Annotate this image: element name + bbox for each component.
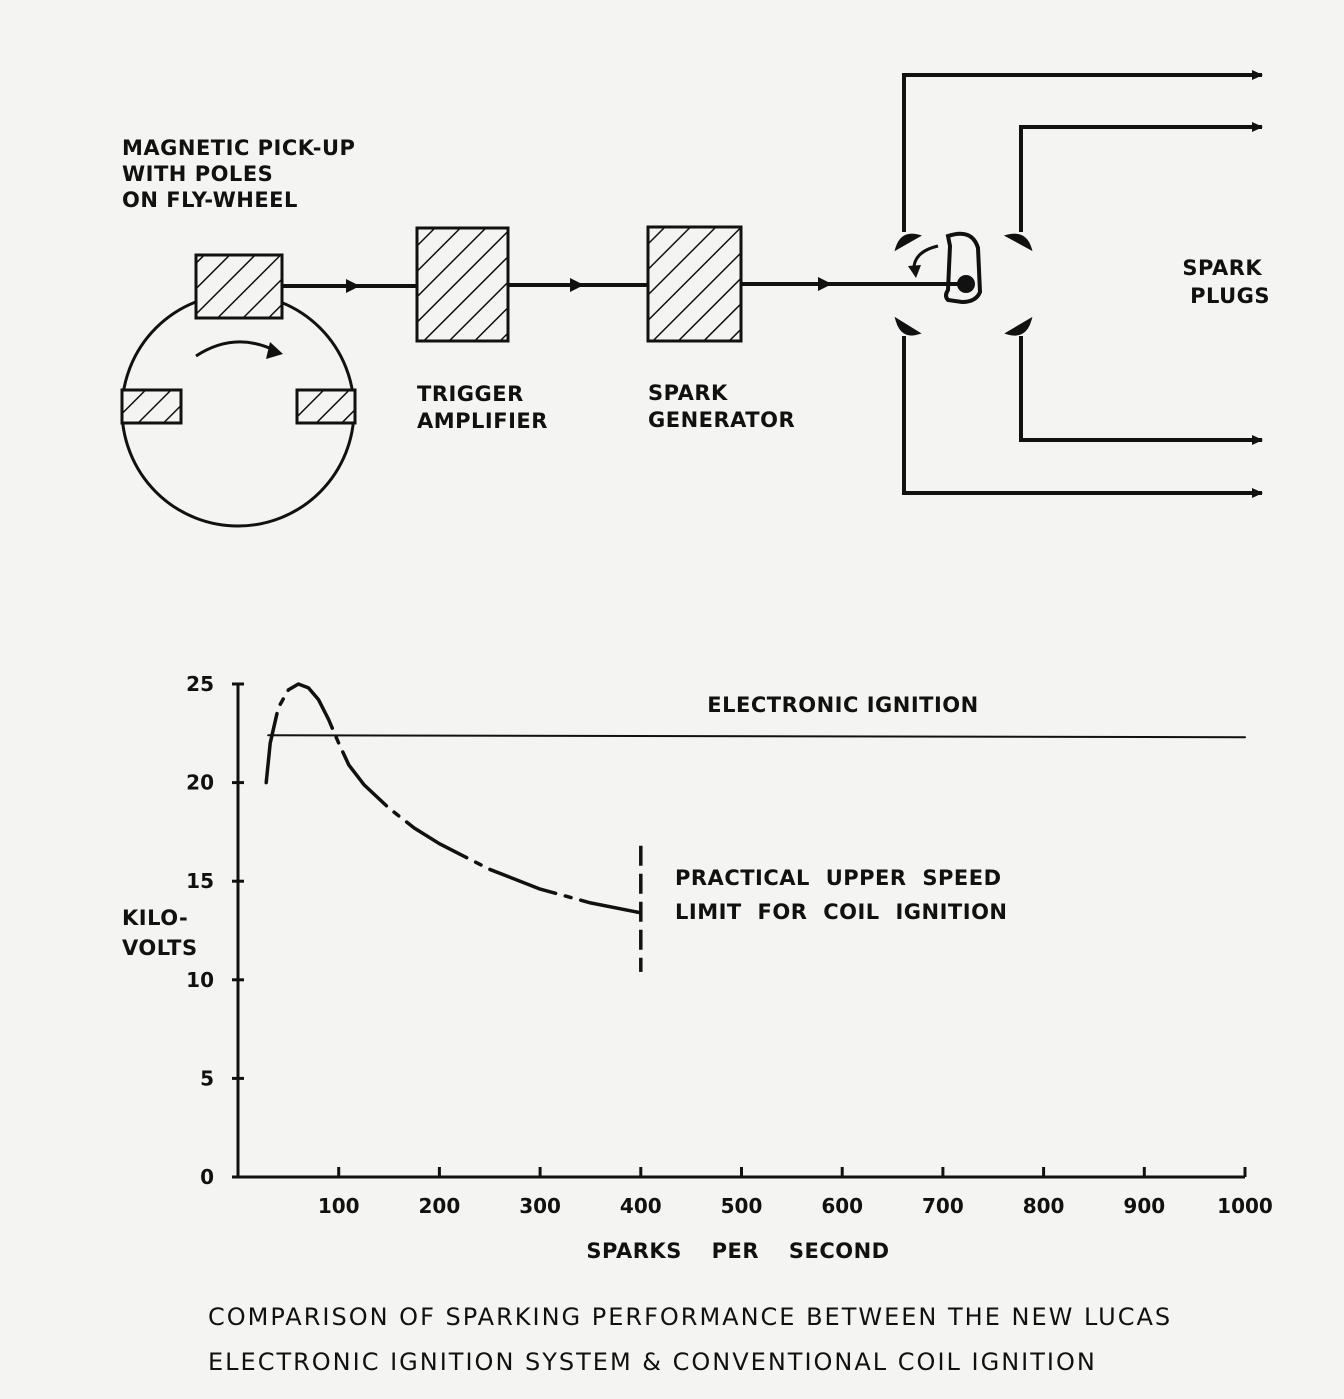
y-ticks: 0 5 10 15 20 25 <box>186 672 244 1189</box>
spark-plugs-label: SPARK PLUGS <box>1182 256 1270 308</box>
x-tick-label: 100 <box>318 1194 360 1218</box>
distributor-hub <box>957 275 975 293</box>
y-tick-label: 10 <box>186 968 214 992</box>
plug-lead-4 <box>902 336 1263 498</box>
practical-limit-label: PRACTICAL UPPER SPEED LIMIT FOR COIL IGN… <box>675 866 1017 924</box>
pickup-label-line-1: MAGNETIC PICK-UP <box>122 136 355 160</box>
y-tick-label: 5 <box>200 1066 214 1090</box>
electronic-ignition-label: ELECTRONIC IGNITION <box>707 693 978 717</box>
x-tick-label: 600 <box>821 1194 863 1218</box>
x-tick-label: 1000 <box>1217 1194 1273 1218</box>
plug-lead-2 <box>1019 122 1263 232</box>
plugs-label-line-2: PLUGS <box>1190 284 1270 308</box>
x-tick-label: 200 <box>419 1194 461 1218</box>
distributor-contact-bottom-left <box>894 316 922 336</box>
trigger-label-line-2: AMPLIFIER <box>417 409 548 433</box>
distributor-contact-top-right <box>1003 233 1033 252</box>
rotation-arrowhead <box>266 342 283 359</box>
y-tick-label: 0 <box>200 1165 214 1189</box>
block-diagram: MAGNETIC PICK-UP WITH POLES ON FLY-WHEEL… <box>120 70 1270 528</box>
y-tick-label: 25 <box>186 672 214 696</box>
spark-generator-label: SPARK GENERATOR <box>648 381 795 432</box>
y-axis-label-line-2: VOLTS <box>122 936 198 960</box>
x-tick-label: 800 <box>1023 1194 1065 1218</box>
distributor-rotor <box>944 231 983 305</box>
y-axis-label: KILO- VOLTS <box>122 906 198 960</box>
trigger-label-line-1: TRIGGER <box>417 382 524 406</box>
x-tick-label: 500 <box>721 1194 763 1218</box>
caption: COMPARISON OF SPARKING PERFORMANCE BETWE… <box>208 1303 1172 1376</box>
distributor-contact-bottom-right <box>1004 316 1033 336</box>
y-axis-label-line-1: KILO- <box>122 906 188 930</box>
signal-arrow-2 <box>570 278 584 292</box>
pickup-label-line-2: WITH POLES <box>122 162 273 186</box>
y-tick-label: 15 <box>186 869 214 893</box>
distributor <box>894 231 1033 336</box>
x-tick-label: 700 <box>922 1194 964 1218</box>
series-coil-ignition-line <box>264 682 643 915</box>
series-electronic-ignition-line <box>267 734 1246 739</box>
practical-limit-label-line-1: PRACTICAL UPPER SPEED <box>675 866 1002 890</box>
magnetic-pickup-block <box>194 253 284 320</box>
plug-lead-1 <box>902 70 1263 232</box>
x-ticks: 100 200 300 400 500 600 700 800 900 1000 <box>318 1167 1273 1218</box>
caption-line-2: ELECTRONIC IGNITION SYSTEM & CONVENTIONA… <box>208 1348 1097 1376</box>
generator-label-line-1: SPARK <box>648 381 728 405</box>
practical-limit-label-line-2: LIMIT FOR COIL IGNITION <box>675 900 1008 924</box>
flywheel-pole-right <box>295 388 357 425</box>
y-tick-label: 20 <box>186 771 214 795</box>
plugs-label-line-1: SPARK <box>1182 256 1262 280</box>
x-tick-label: 400 <box>620 1194 662 1218</box>
distributor-rotation-arrowhead <box>908 265 921 278</box>
pickup-label-line-3: ON FLY-WHEEL <box>122 188 298 212</box>
x-axis-label: SPARKS PER SECOND <box>586 1239 889 1263</box>
spark-generator-block <box>646 225 743 343</box>
signal-arrow-1 <box>346 279 360 293</box>
pickup-label: MAGNETIC PICK-UP WITH POLES ON FLY-WHEEL <box>122 136 363 212</box>
chart-axes <box>236 684 1245 1179</box>
trigger-amplifier-label: TRIGGER AMPLIFIER <box>417 382 548 433</box>
plug-lead-3 <box>1019 336 1263 445</box>
signal-arrow-3 <box>818 277 832 291</box>
series-layer <box>264 682 1246 972</box>
rotation-arrow <box>195 340 279 358</box>
generator-label-line-2: GENERATOR <box>648 408 795 432</box>
x-tick-label: 300 <box>519 1194 561 1218</box>
x-tick-label: 900 <box>1123 1194 1165 1218</box>
flywheel-pole-left <box>120 388 183 425</box>
distributor-contact-top-left <box>894 233 922 252</box>
trigger-amplifier-block <box>415 226 510 343</box>
caption-line-1: COMPARISON OF SPARKING PERFORMANCE BETWE… <box>208 1303 1172 1331</box>
